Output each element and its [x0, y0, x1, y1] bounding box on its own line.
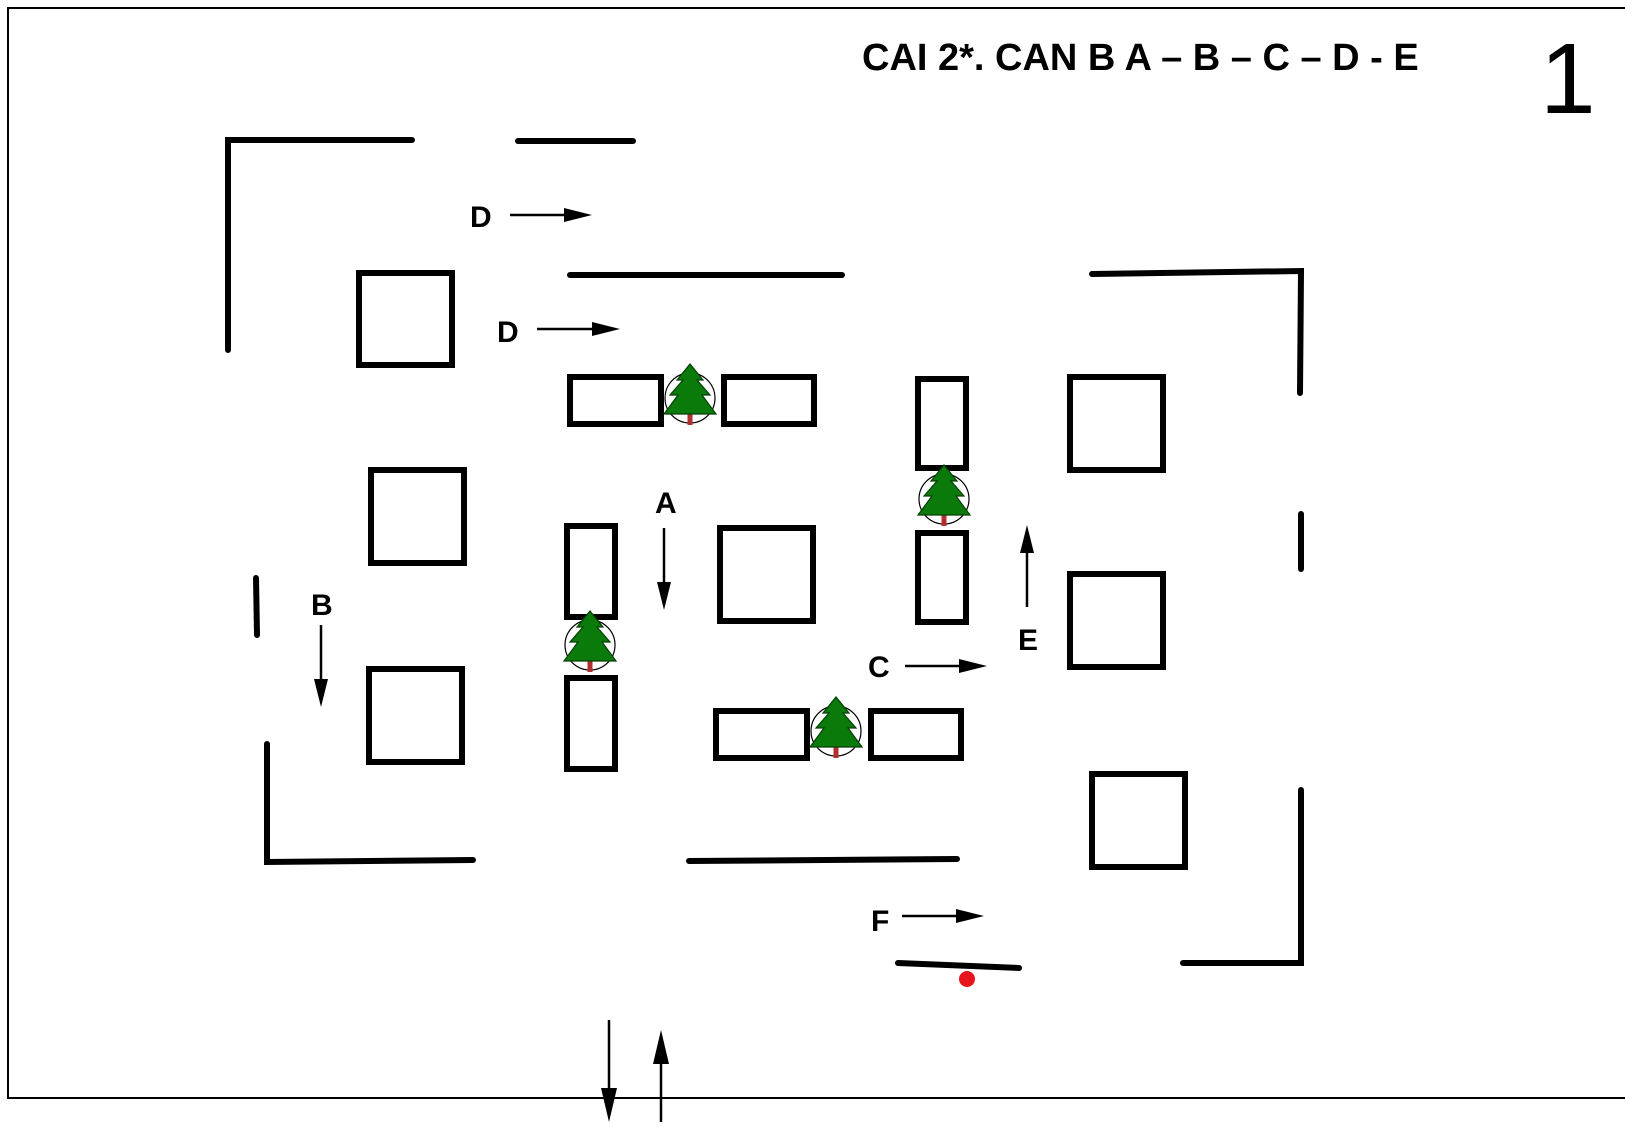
label-e: E — [1018, 624, 1038, 657]
arrow-head-icon — [592, 322, 620, 336]
wall-top-left — [225, 137, 415, 353]
wall-bottom-right — [1180, 787, 1304, 966]
page-frame — [7, 7, 1625, 1099]
label-b: B — [311, 589, 333, 622]
obstacle-block — [721, 374, 817, 427]
arrow-head-icon — [959, 659, 987, 673]
tree-icon — [563, 610, 617, 673]
wall-top-right — [1089, 267, 1305, 396]
arrow-head-icon — [653, 1030, 669, 1064]
obstacle-block — [915, 530, 969, 625]
label-c: C — [868, 651, 890, 684]
obstacle-block — [564, 523, 618, 620]
label-a: A — [655, 487, 677, 520]
obstacle-block — [564, 675, 618, 772]
arrow-head-icon — [1020, 525, 1034, 553]
wall-finish — [895, 960, 1022, 971]
obstacle-square — [1067, 571, 1166, 670]
tree-icon — [917, 464, 971, 527]
course-title: CAI 2*. CAN B A – B – C – D - E — [862, 37, 1419, 79]
tree-icon — [663, 363, 717, 426]
arrow-head-icon — [601, 1088, 617, 1122]
arrow-head-icon — [956, 909, 984, 923]
arrow-head-icon — [314, 679, 328, 707]
obstacle-block — [915, 376, 969, 471]
obstacle-block — [868, 708, 964, 761]
direction-markers: D D A B C E F — [311, 201, 1038, 1122]
label-f: F — [871, 905, 889, 938]
obstacle-square — [1067, 374, 1166, 473]
obstacles — [356, 270, 1188, 870]
obstacle-square — [368, 467, 467, 566]
wall-bottom-mid — [686, 856, 960, 864]
label-d-second: D — [497, 316, 519, 349]
wall-bottom-left — [264, 741, 476, 866]
arena-walls — [225, 137, 1305, 971]
obstacle-block — [567, 374, 664, 427]
page-number: 1 — [1540, 23, 1596, 135]
tree-icon — [809, 696, 863, 759]
obstacle-square — [356, 270, 455, 368]
arrow-head-icon — [564, 208, 592, 222]
obstacle-square — [1089, 771, 1188, 870]
wall-left-mid — [253, 575, 260, 638]
arrow-head-icon — [657, 582, 671, 610]
obstacle-square — [366, 666, 465, 765]
red-dot-icon — [959, 971, 975, 987]
obstacle-block — [713, 708, 810, 761]
obstacle-square — [717, 525, 816, 624]
label-d-top: D — [470, 201, 492, 234]
